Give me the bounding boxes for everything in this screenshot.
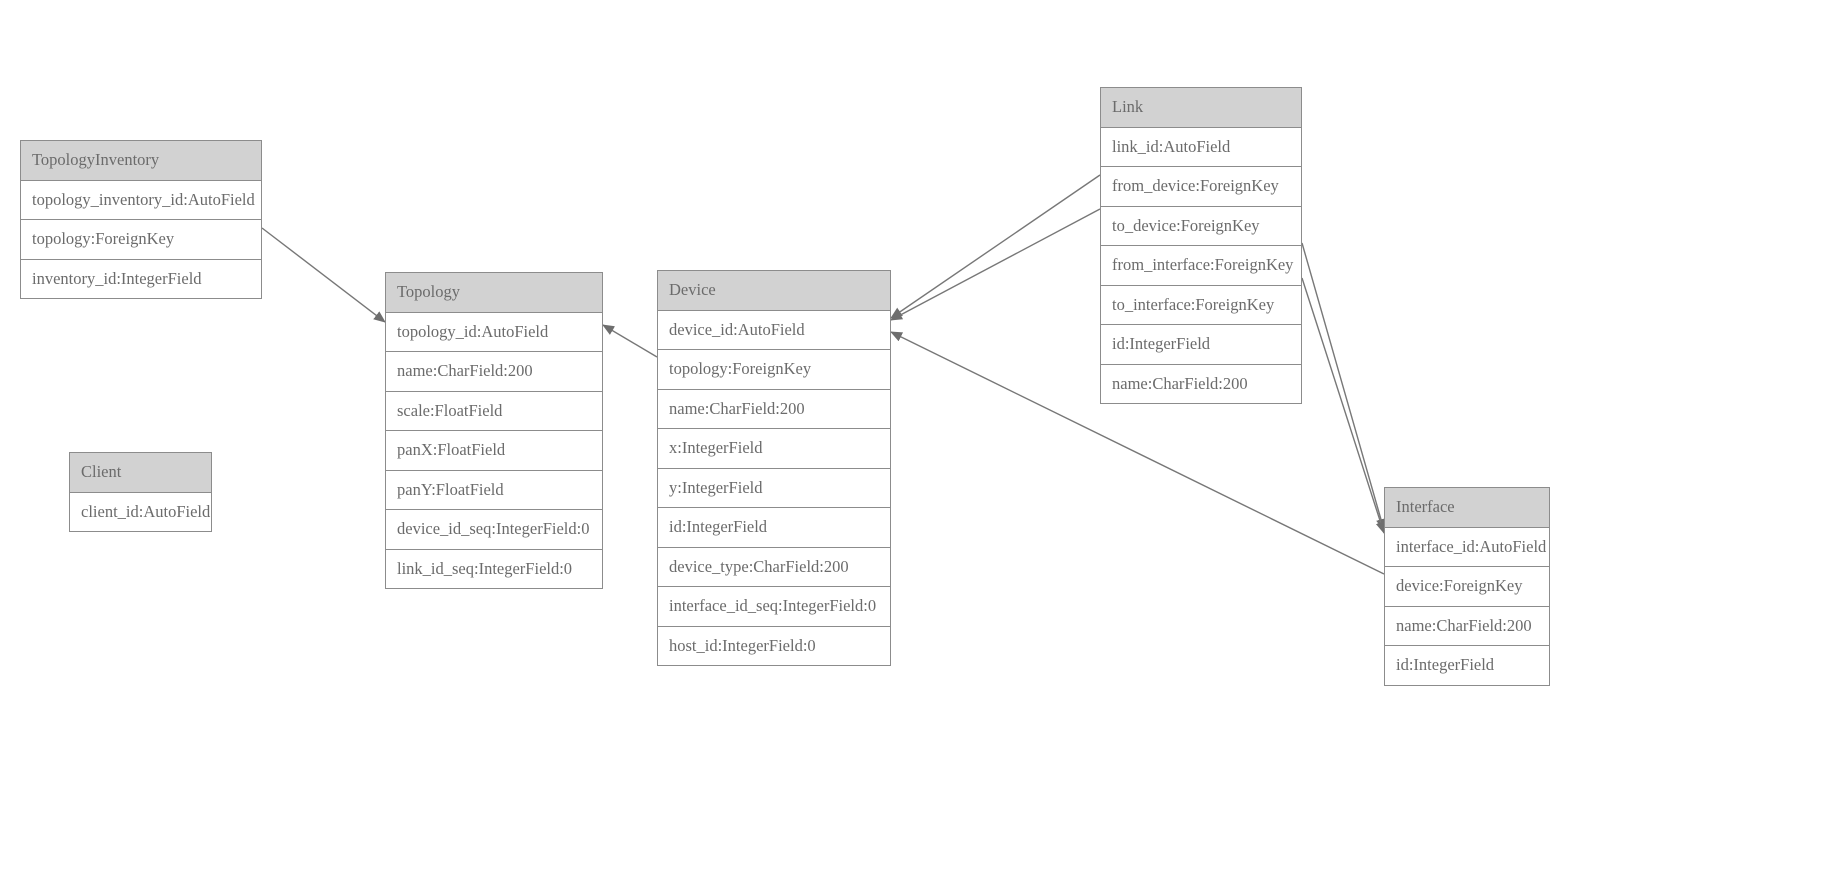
entity-field-row[interactable]: name:CharField:200	[1101, 364, 1301, 403]
entity-field-row[interactable]: y:IntegerField	[658, 468, 890, 508]
entity-field-row[interactable]: from_interface:ForeignKey	[1101, 246, 1301, 286]
entity-title-link: Link	[1101, 88, 1301, 128]
entity-field-row[interactable]: to_device:ForeignKey	[1101, 206, 1301, 246]
entity-field-row[interactable]: panY:FloatField	[386, 470, 602, 510]
entity-field-row[interactable]: id:IntegerField	[658, 508, 890, 548]
entity-field-row[interactable]: topology_id:AutoField	[386, 312, 602, 352]
entity-title-client: Client	[70, 453, 211, 493]
entity-field-row[interactable]: scale:FloatField	[386, 391, 602, 431]
entity-field-row[interactable]: device_id_seq:IntegerField:0	[386, 510, 602, 550]
entity-title-topology: Topology	[386, 273, 602, 313]
entity-field-row[interactable]: link_id_seq:IntegerField:0	[386, 549, 602, 588]
entity-field-row[interactable]: client_id:AutoField	[70, 492, 211, 531]
entity-field-row[interactable]: device_type:CharField:200	[658, 547, 890, 587]
entity-title-interface: Interface	[1385, 488, 1549, 528]
entity-field-row[interactable]: name:CharField:200	[386, 352, 602, 392]
relationship-edge-rel-link-to-device[interactable]	[890, 208, 1101, 321]
relationship-edge-rel-link-from-device[interactable]	[890, 174, 1101, 319]
entity-field-row[interactable]: topology_inventory_id:AutoField	[21, 180, 261, 220]
entity-field-row[interactable]: to_interface:ForeignKey	[1101, 285, 1301, 325]
relationship-edge-rel-link-to-interface[interactable]	[1301, 277, 1386, 534]
entity-field-row[interactable]: id:IntegerField	[1385, 646, 1549, 685]
entity-field-row[interactable]: link_id:AutoField	[1101, 127, 1301, 167]
entity-field-row[interactable]: topology:ForeignKey	[658, 350, 890, 390]
entity-field-row[interactable]: device:ForeignKey	[1385, 567, 1549, 607]
entity-field-row[interactable]: from_device:ForeignKey	[1101, 167, 1301, 207]
entity-field-row[interactable]: id:IntegerField	[1101, 325, 1301, 365]
relationship-edge-rel-device-topology[interactable]	[602, 324, 658, 358]
relationship-edge-rel-link-from-interface[interactable]	[1301, 242, 1386, 531]
entity-title-device: Device	[658, 271, 890, 311]
relationship-edge-rel-topologyinventory-topology[interactable]	[261, 227, 386, 323]
entity-field-row[interactable]: interface_id_seq:IntegerField:0	[658, 587, 890, 627]
entity-field-row[interactable]: inventory_id:IntegerField	[21, 259, 261, 298]
entity-title-topologyinventory: TopologyInventory	[21, 141, 261, 181]
entity-field-row[interactable]: device_id:AutoField	[658, 310, 890, 350]
entity-field-row[interactable]: host_id:IntegerField:0	[658, 626, 890, 665]
entity-field-row[interactable]: panX:FloatField	[386, 431, 602, 471]
entity-field-row[interactable]: x:IntegerField	[658, 429, 890, 469]
entity-field-row[interactable]: interface_id:AutoField	[1385, 527, 1549, 567]
entity-field-row[interactable]: name:CharField:200	[1385, 606, 1549, 646]
entity-field-row[interactable]: topology:ForeignKey	[21, 220, 261, 260]
entity-field-row[interactable]: name:CharField:200	[658, 389, 890, 429]
